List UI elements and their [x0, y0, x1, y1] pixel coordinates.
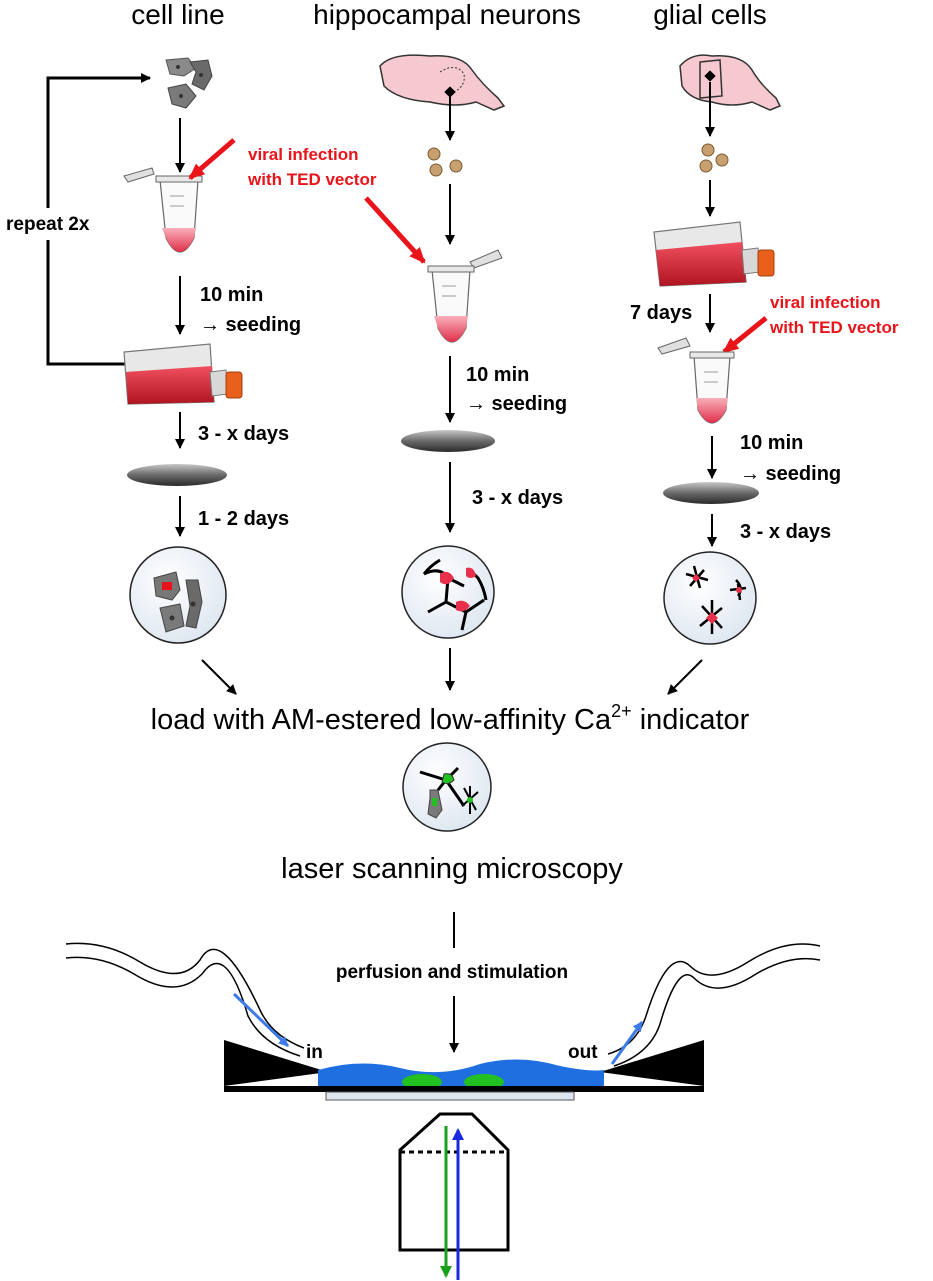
column-title-cell-line: cell line: [131, 0, 224, 30]
seven-days-label: 7 days: [630, 302, 692, 324]
repeat-label-bg: [0, 208, 112, 240]
three-x-days-label-2: 3 - x days: [472, 487, 563, 509]
load-indicator-label: load with AM-estered low-affinity Ca2+ i…: [151, 701, 750, 736]
microscopy-label: laser scanning microscopy: [281, 853, 623, 885]
eppendorf-tube-icon: [123, 167, 203, 253]
repeat-label: repeat 2x: [6, 214, 90, 235]
culture-flask-icon: [653, 221, 775, 287]
brain-icon-hippocampal: [379, 54, 506, 111]
perfusion-tubing-out: [607, 943, 821, 1067]
seeding-label-1: → seeding: [200, 314, 301, 336]
perfusion-tubing-in: [65, 942, 305, 1057]
red-arrow-cell-line: [188, 138, 236, 180]
red-arrow-hippocampal: [364, 196, 426, 264]
coverslip-1: [127, 464, 227, 486]
brain-icon-glial: [679, 54, 782, 111]
perfusion-chamber: [224, 1040, 704, 1101]
column-title-hippocampal-neurons: hippocampal neurons: [313, 0, 581, 30]
ten-min-label-1: 10 min: [200, 284, 263, 306]
red-arrow-glial: [722, 316, 768, 354]
dissociated-glia-icon: [699, 143, 729, 173]
dish-cell-line-icon: [129, 546, 227, 644]
ten-min-label-3: 10 min: [740, 432, 803, 454]
viral-infection-label-1a: viral infection: [248, 145, 359, 164]
ten-min-label-2: 10 min: [466, 364, 529, 386]
dish-neurons-icon: [401, 545, 495, 639]
coverslip-3: [663, 482, 759, 504]
outflow-label: out: [568, 1042, 598, 1063]
viral-infection-label-3b: with TED vector: [769, 318, 899, 337]
viral-infection-label-1b: with TED vector: [247, 170, 377, 189]
eppendorf-tube-icon: [427, 249, 503, 343]
one-two-days-label: 1 - 2 days: [198, 508, 289, 530]
three-x-days-label-1: 3 - x days: [198, 423, 289, 445]
three-x-days-label-3: 3 - x days: [740, 521, 831, 543]
viral-infection-label-3a: viral infection: [770, 293, 881, 312]
cell-line-cluster-icon: [165, 57, 213, 109]
dish-glia-icon: [663, 551, 757, 645]
column-title-glial-cells: glial cells: [653, 0, 767, 30]
inflow-label: in: [306, 1042, 323, 1063]
microscope-objective-icon: [398, 1112, 510, 1252]
perfusion-stimulation-label: perfusion and stimulation: [336, 962, 568, 983]
dish-mixed-loaded-icon: [402, 742, 492, 832]
eppendorf-tube-icon: [657, 337, 735, 424]
arrow-converge-left: [201, 659, 237, 695]
culture-flask-icon: [123, 343, 243, 405]
seeding-label-3: → seeding: [740, 463, 841, 485]
arrow-converge-right: [667, 659, 703, 695]
coverslip-2: [401, 430, 495, 452]
dissociated-neurons-icon: [427, 147, 463, 177]
seeding-label-2: → seeding: [466, 393, 567, 415]
